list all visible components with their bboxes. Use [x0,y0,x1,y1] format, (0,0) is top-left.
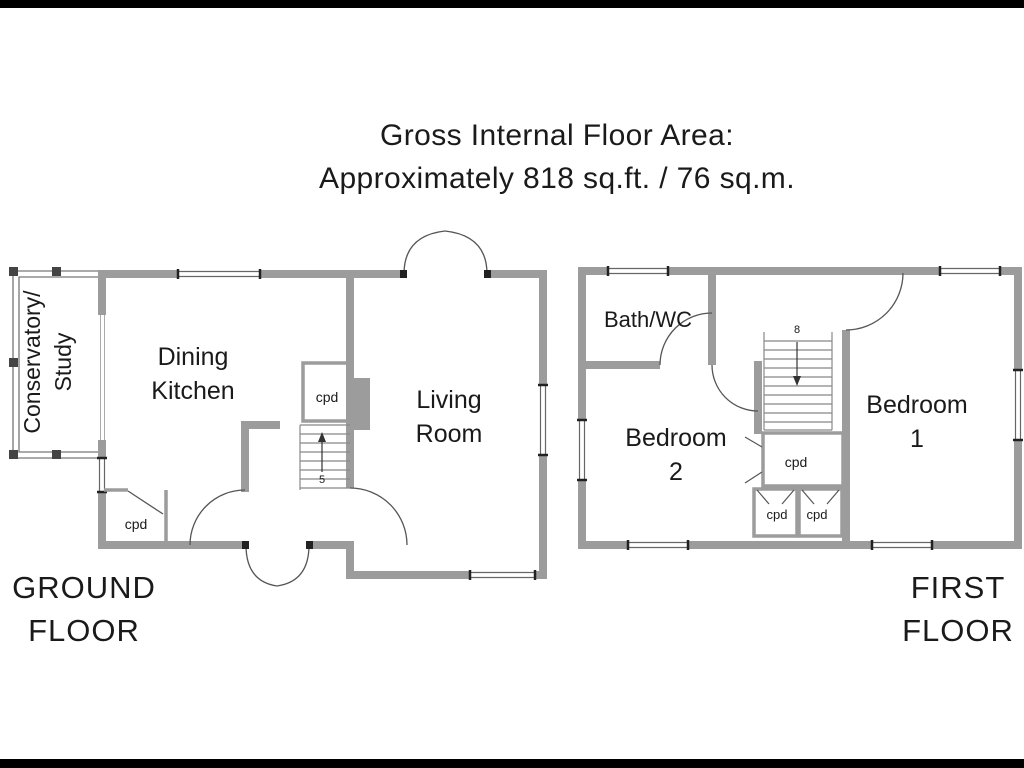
ground-windows [97,269,548,580]
ground-floor-plan [9,230,548,587]
cupboard-label-left: cpd [766,507,788,522]
room-label-bath-wc: Bath/WC [603,307,693,332]
cupboard-label-stairs-ground: cpd [315,389,339,405]
ground-stairs [299,424,350,490]
bottom-letterbox-bar [0,759,1024,768]
page-title: Gross Internal Floor Area: Approximately… [90,114,1024,200]
cupboard-label-landing: cpd [784,454,808,470]
title-line-1: Gross Internal Floor Area: [380,119,734,152]
ground-stairs-up-arrow-icon [318,432,326,472]
bedroom-1-line-1: Bedroom [866,391,968,419]
first-floor-label-line-1: FIRST [910,570,1006,605]
first-cupboards [752,431,845,538]
room-label-living-room: Living Room [369,383,529,451]
first-cupboard-doors [744,436,840,505]
living-room-line-2: Room [415,420,483,448]
cupboard-label-hall-ground: cpd [124,516,148,532]
top-letterbox-bar [0,0,1024,8]
bedroom-1-line-2: 1 [910,425,924,453]
first-floor-label-line-2: FLOOR [902,613,1014,648]
stairs-count-first: 8 [793,324,801,336]
room-label-bedroom-1: Bedroom 1 [837,388,997,456]
conservatory-label-line-1: Conservatory/ [19,290,45,434]
dining-kitchen-line-2: Kitchen [151,377,235,405]
first-stairs-down-arrow-icon [793,342,801,386]
ground-floor-label-line-1: GROUND [12,570,156,605]
stairs-count-ground: 5 [318,474,326,486]
floor-label-ground: GROUND FLOOR [9,566,159,652]
title-line-2: Approximately 818 sq.ft. / 76 sq.m. [319,162,795,195]
first-stairs [763,332,833,431]
room-label-bedroom-2: Bedroom 2 [596,421,756,489]
room-label-conservatory-study: Conservatory/ Study [17,267,97,457]
first-windows [577,266,1023,550]
conservatory-posts [9,267,61,459]
dining-kitchen-line-1: Dining [157,343,229,371]
living-room-line-1: Living [416,386,482,414]
first-walls [578,267,1022,549]
floor-label-first: FIRST FLOOR [888,566,1024,652]
cupboard-label-right: cpd [806,507,828,522]
ground-cupboards [104,361,351,543]
ground-door-jambs [242,270,491,549]
ground-doors [127,230,488,587]
room-label-dining-kitchen: Dining Kitchen [113,340,273,408]
bedroom-2-line-2: 2 [669,458,683,486]
chimney-breast [348,378,370,430]
first-floor-plan [577,266,1023,550]
bedroom-2-line-1: Bedroom [625,424,727,452]
ground-floor-label-line-2: FLOOR [28,613,140,648]
conservatory-label-line-2: Study [50,332,76,392]
first-doors [659,272,904,412]
